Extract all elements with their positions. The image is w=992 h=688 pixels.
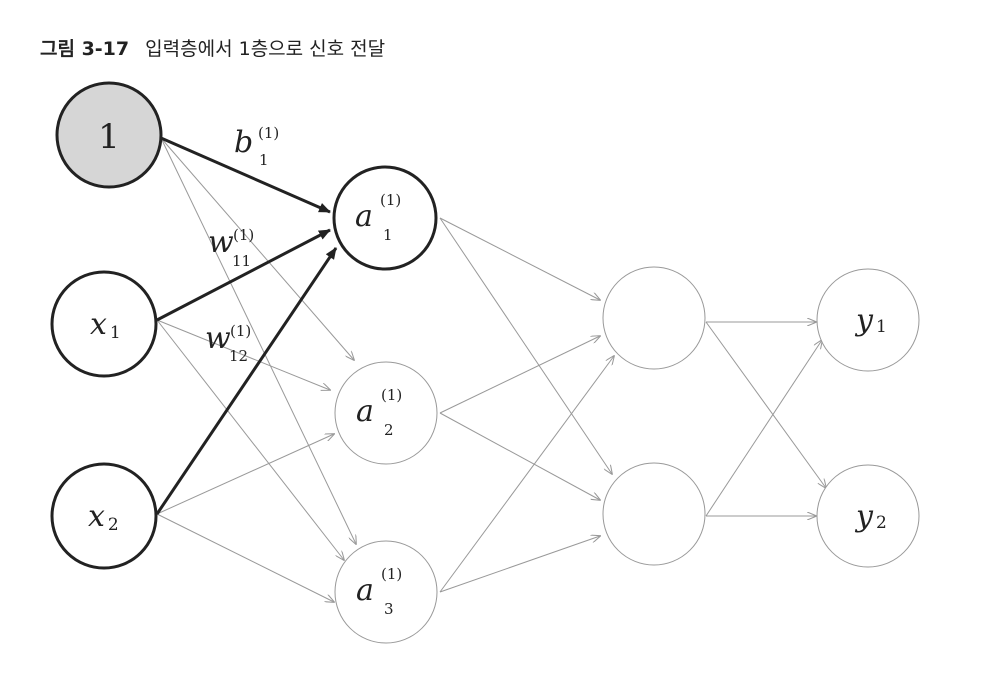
output-node-y1 <box>816 268 920 372</box>
w11-sup: (1) <box>233 226 254 244</box>
edge-h1-y2 <box>705 321 826 488</box>
a2-var: a <box>356 394 374 429</box>
bias-weight-sub: 1 <box>259 151 269 169</box>
w12-sup: (1) <box>230 322 251 340</box>
w11-sub: 11 <box>232 252 251 270</box>
edge-x2-a1 <box>155 247 338 515</box>
figure-title: 입력층에서 1층으로 신호 전달 <box>145 38 386 60</box>
edge-a1-h1 <box>439 217 600 300</box>
figure-number: 그림 3-17 <box>40 38 130 60</box>
edge-a3-h1 <box>439 356 614 593</box>
edge-a2-h2 <box>439 412 600 500</box>
edge-x2-a2 <box>156 434 334 515</box>
bias-weight-sup: (1) <box>258 124 279 142</box>
hidden-node-a1 <box>332 165 438 271</box>
w12-var: w <box>205 321 231 356</box>
a1-sub: 1 <box>383 226 393 244</box>
bias-weight-var: b <box>234 125 253 160</box>
edge-a1-h2 <box>439 217 612 474</box>
edge-x1-a2 <box>156 319 330 390</box>
edge-a3-h2 <box>439 536 600 593</box>
input-node-x1 <box>50 270 158 378</box>
a3-sup: (1) <box>381 565 402 583</box>
edge-a2-h1 <box>439 336 600 414</box>
edge-x2-a3 <box>156 513 334 602</box>
a1-sup: (1) <box>380 191 401 209</box>
hidden-node-a3 <box>334 540 438 644</box>
hidden2-node-1 <box>602 266 706 370</box>
input-node-x2 <box>50 462 158 570</box>
a1-var: a <box>355 199 373 234</box>
edge-x1-a3 <box>156 319 344 560</box>
bias-node <box>55 81 163 189</box>
figure-caption: 그림 3-17 입력층에서 1층으로 신호 전달 <box>40 34 385 61</box>
edge-bias-a3 <box>160 137 356 544</box>
edge-bias-a2 <box>160 137 354 360</box>
edge-bias-a1 <box>160 136 331 214</box>
hidden-node-a2 <box>334 361 438 465</box>
hidden2-node-2 <box>602 462 706 566</box>
w12-sub: 12 <box>229 347 248 365</box>
a2-sup: (1) <box>381 386 402 404</box>
a3-var: a <box>356 573 374 608</box>
output-node-y2 <box>816 464 920 568</box>
bold-connections <box>155 136 338 515</box>
a3-sub: 3 <box>384 600 394 618</box>
edge-x1-a1 <box>156 228 331 322</box>
thin-connections <box>156 137 826 602</box>
a2-sub: 2 <box>384 421 394 439</box>
edge-h2-y1 <box>705 340 822 517</box>
w11-var: w <box>208 225 234 260</box>
bias-label: 1 <box>98 117 120 157</box>
